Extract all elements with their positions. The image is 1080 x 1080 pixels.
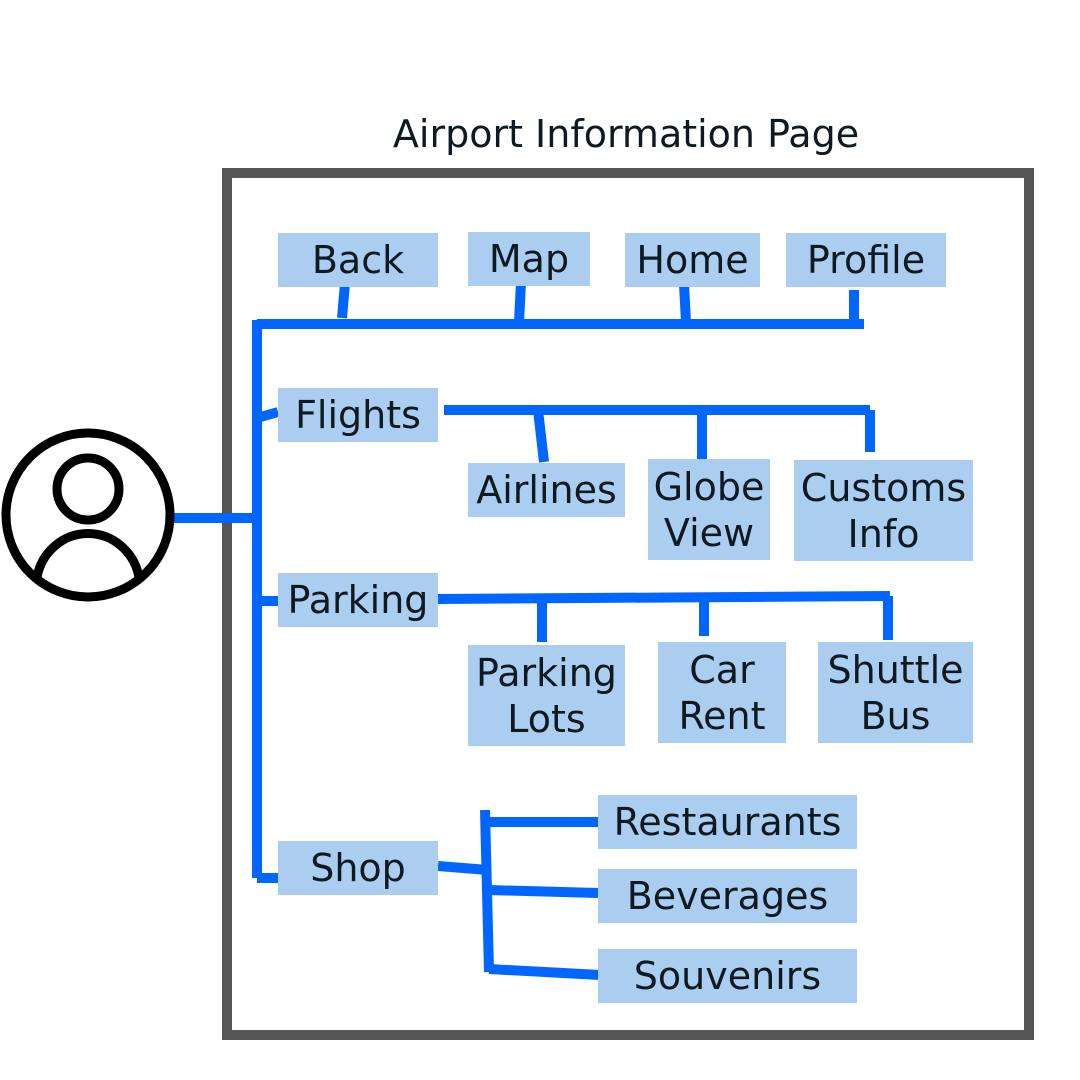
shop-restaurants[interactable]: Restaurants [598, 795, 857, 849]
flights-customs-info[interactable]: Customs Info [794, 460, 973, 561]
connector-parking-bar [437, 591, 891, 604]
connector-souvenirs [488, 964, 601, 980]
shuttle-bus-line-2: Bus [860, 693, 931, 738]
shuttle-bus-line-1: Shuttle [827, 647, 964, 692]
connector-airlines [533, 409, 549, 463]
connector-map [514, 281, 526, 323]
section-flights[interactable]: Flights [278, 388, 438, 442]
parking-lots-line-1: Parking [476, 650, 617, 695]
globe-view-line-2: View [663, 510, 755, 555]
nav-back[interactable]: Back [278, 233, 438, 287]
user-circle-icon [1, 428, 175, 602]
parking-shuttle-bus[interactable]: Shuttle Bus [818, 642, 973, 743]
page-frame [222, 168, 1034, 1040]
parking-car-rent[interactable]: Car Rent [658, 642, 786, 743]
flights-globe-view[interactable]: Globe View [648, 459, 770, 560]
connector-beverages [487, 885, 599, 898]
car-rent-line-2: Rent [678, 693, 766, 738]
nav-profile[interactable]: Profile [786, 233, 946, 287]
page-title: Airport Information Page [392, 112, 860, 156]
connector-flights [255, 407, 280, 423]
nav-home[interactable]: Home [625, 233, 760, 287]
shop-beverages[interactable]: Beverages [598, 869, 857, 923]
shop-souvenirs[interactable]: Souvenirs [598, 949, 857, 1003]
car-rent-line-1: Car [689, 647, 755, 692]
customs-info-line-2: Info [847, 511, 920, 556]
section-parking[interactable]: Parking [278, 573, 438, 627]
parking-lots-line-2: Lots [507, 696, 586, 741]
flights-airlines[interactable]: Airlines [468, 463, 625, 517]
connector-home [679, 283, 691, 323]
section-shop[interactable]: Shop [278, 841, 438, 895]
customs-info-line-1: Customs [800, 465, 967, 510]
connector-shop-bar [437, 861, 489, 875]
connector-shop-trunk [480, 809, 494, 973]
parking-lots[interactable]: Parking Lots [468, 645, 625, 746]
nav-map[interactable]: Map [468, 232, 590, 286]
globe-view-line-1: Globe [653, 464, 765, 509]
